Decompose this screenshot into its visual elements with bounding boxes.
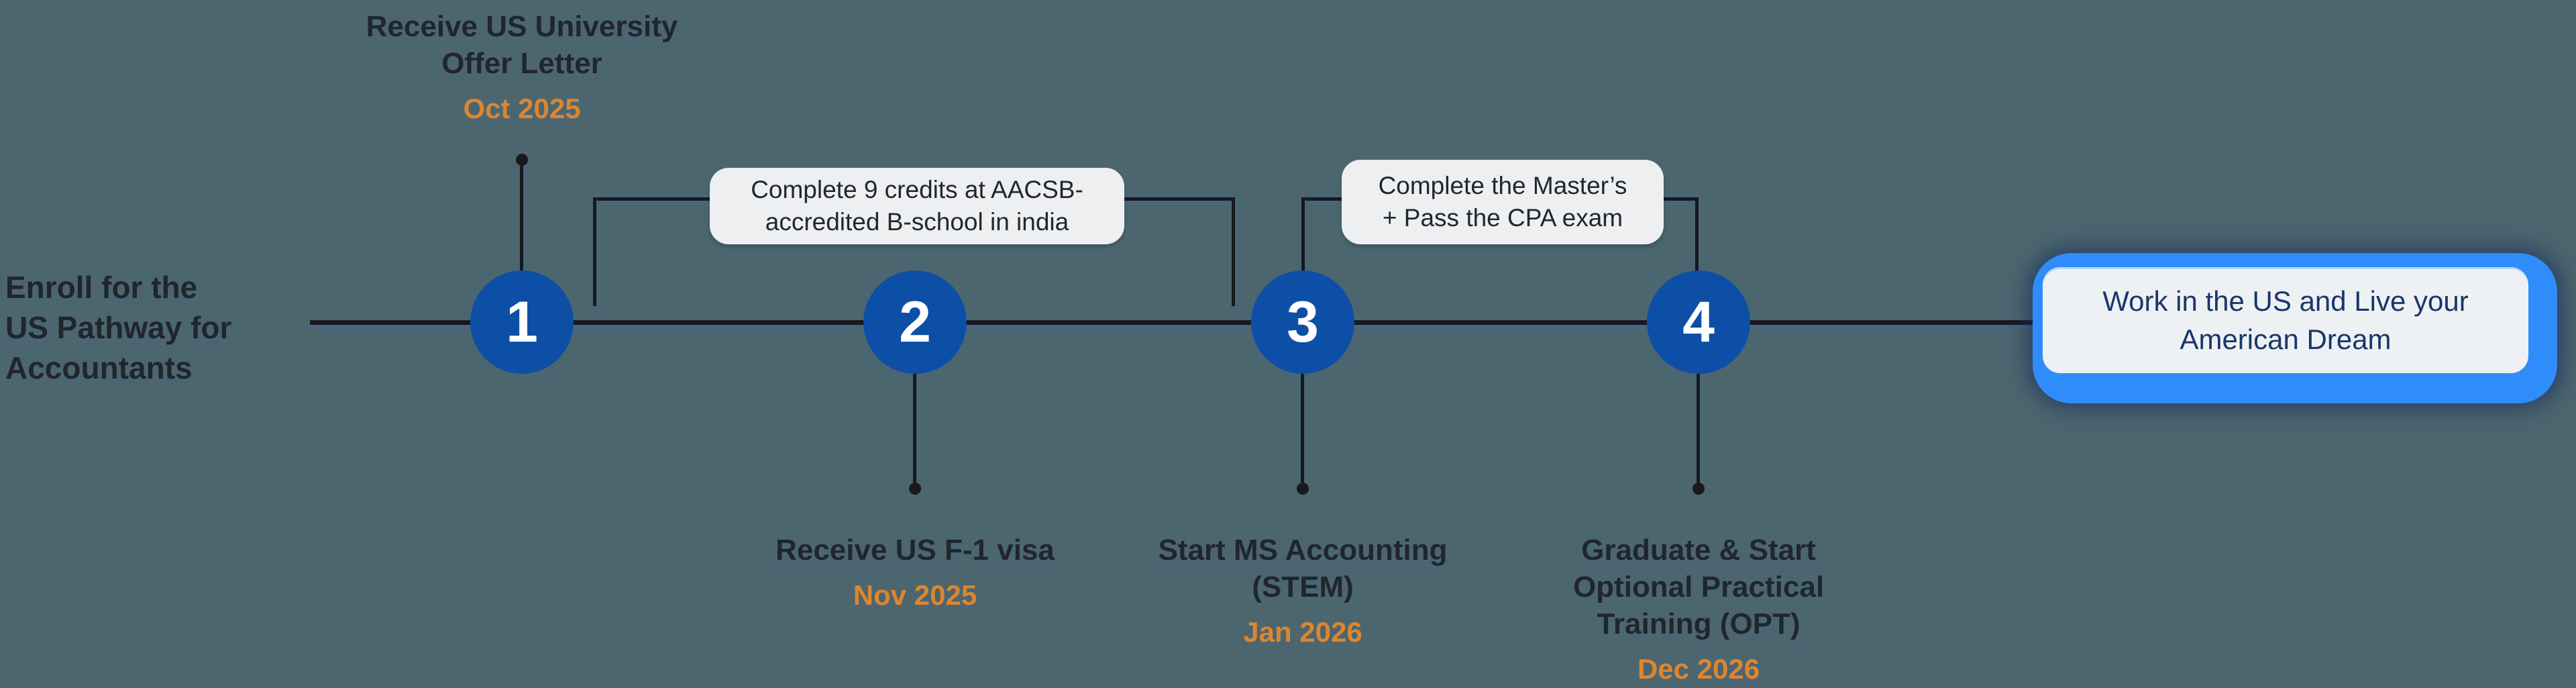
bracket-1-left-leg (593, 197, 596, 306)
milestone-1-node: 1 (470, 271, 574, 374)
milestone-2-node: 2 (863, 271, 967, 374)
milestone-2-date: Nov 2025 (853, 579, 977, 611)
intro-label-line-2: US Pathway for (5, 310, 232, 345)
milestone-1-number: 1 (506, 290, 538, 354)
outcome-box-inner: Work in the US and Live your American Dr… (2043, 267, 2528, 373)
outcome-line-1: Work in the US and Live your (2102, 285, 2469, 317)
milestone-2-stem (913, 373, 916, 483)
milestone-4-title-line-2: Optional Practical (1572, 571, 1825, 603)
milestone-3-stem (1301, 373, 1304, 483)
milestone-1-stem (520, 165, 523, 271)
outcome-line-2: American Dream (2180, 324, 2392, 355)
bracket-1-right-leg (1232, 197, 1235, 306)
milestone-4-title-line-1: Graduate & Start (1581, 534, 1816, 567)
intro-label: Enroll for the US Pathway for Accountant… (5, 267, 314, 388)
milestone-3-label: Start MS Accounting (STEM) Jan 2026 (1102, 532, 1504, 649)
intro-label-line-3: Accountants (5, 350, 193, 385)
bracket-2-left-leg (1301, 197, 1305, 273)
milestone-4-title-line-3: Training (OPT) (1597, 607, 1801, 640)
callout-masters-cpa-line-1: Complete the Master’s (1378, 172, 1627, 199)
timeline-axis (310, 320, 2034, 325)
milestone-3-number: 3 (1287, 290, 1319, 354)
milestone-3-title-line-2: (STEM) (1252, 571, 1354, 603)
milestone-4-stem (1697, 373, 1700, 483)
callout-masters-cpa: Complete the Master’s + Pass the CPA exa… (1342, 160, 1664, 244)
milestone-1-title-line-2: Offer Letter (441, 47, 602, 80)
intro-label-line-1: Enroll for the (5, 270, 198, 305)
milestone-1-dot (516, 154, 528, 166)
milestone-4-number: 4 (1682, 290, 1715, 354)
milestone-2-dot (909, 483, 921, 495)
callout-masters-cpa-line-2: + Pass the CPA exam (1382, 204, 1623, 232)
callout-credits-line-2: accredited B-school in india (765, 208, 1069, 236)
milestone-4-dot (1693, 483, 1705, 495)
outcome-box: Work in the US and Live your American Dr… (2033, 253, 2557, 403)
milestone-4-date: Dec 2026 (1637, 653, 1760, 685)
milestone-3-date: Jan 2026 (1243, 616, 1362, 648)
callout-credits-line-1: Complete 9 credits at AACSB- (751, 176, 1083, 203)
milestone-2-label: Receive US F-1 visa Nov 2025 (714, 532, 1116, 612)
milestone-1-date: Oct 2025 (463, 93, 581, 124)
milestone-3-node: 3 (1251, 271, 1354, 374)
callout-credits: Complete 9 credits at AACSB- accredited … (710, 168, 1124, 244)
milestone-2-title-line-1: Receive US F-1 visa (775, 534, 1055, 567)
bracket-2-right-leg (1695, 197, 1699, 273)
milestone-3-dot (1297, 483, 1309, 495)
milestone-1-label: Receive US University Offer Letter Oct 2… (321, 8, 723, 126)
milestone-2-number: 2 (899, 290, 931, 354)
milestone-4-label: Graduate & Start Optional Practical Trai… (1497, 532, 1900, 686)
milestone-3-title-line-1: Start MS Accounting (1158, 534, 1448, 567)
milestone-4-node: 4 (1647, 271, 1750, 374)
milestone-1-title-line-1: Receive US University (366, 10, 678, 43)
